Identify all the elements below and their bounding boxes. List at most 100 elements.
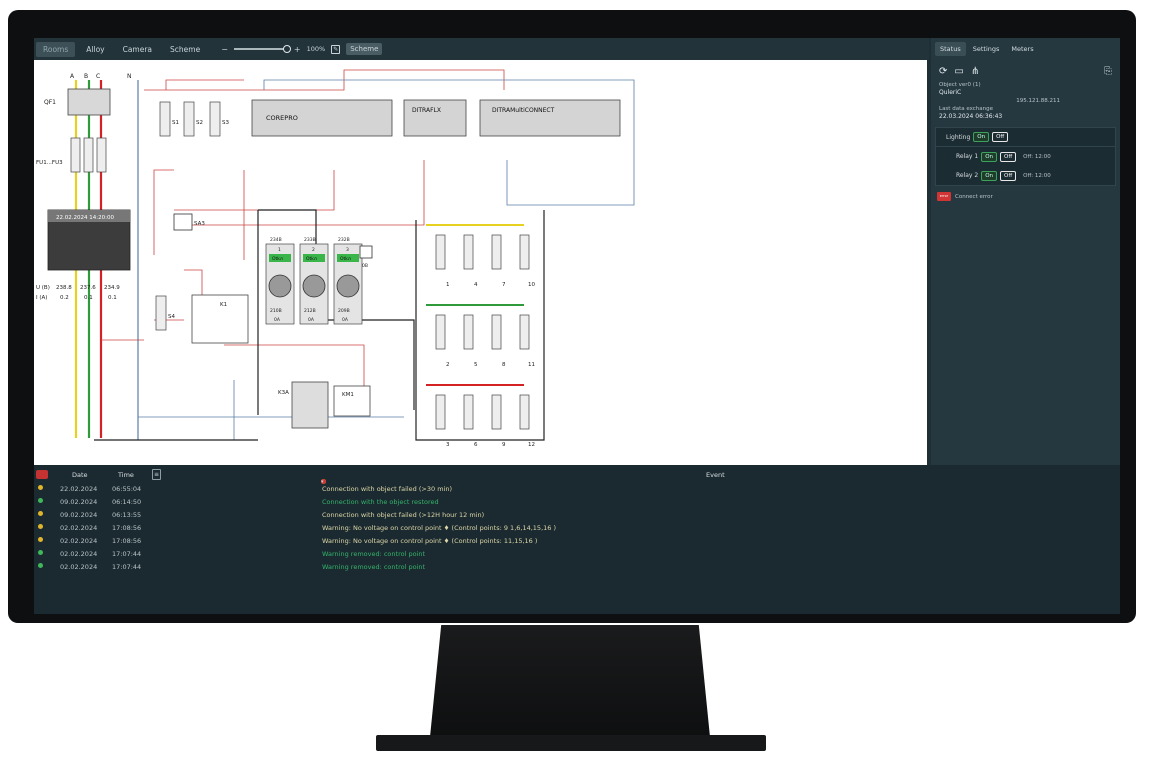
- load-breaker[interactable]: [491, 394, 502, 430]
- meter-amps: 0A: [342, 317, 349, 323]
- module-ditraflx-label: DITRAFLX: [412, 107, 441, 114]
- zoom-out-button[interactable]: −: [221, 44, 228, 54]
- tab-settings[interactable]: Settings: [972, 45, 1000, 53]
- status-dot-icon: [38, 537, 43, 542]
- switch-s3[interactable]: [209, 101, 221, 137]
- event-time: 06:13:55: [112, 511, 142, 519]
- alert-icon[interactable]: [36, 470, 48, 479]
- sa3-switch[interactable]: [173, 213, 193, 231]
- load-label: 11: [528, 362, 535, 368]
- edit-icon[interactable]: ✎: [331, 44, 341, 54]
- relay1-row: Relay 1 On Off Off: 12:00: [936, 147, 1115, 166]
- object-ip: 195.121.88.211: [1016, 98, 1060, 104]
- contactor-km1[interactable]: [333, 385, 371, 417]
- chevron-down-icon: ▾: [321, 479, 324, 485]
- filter-icon[interactable]: ≡: [152, 469, 161, 480]
- module-ditraflx[interactable]: [403, 99, 467, 137]
- contactor-k3a[interactable]: [291, 381, 329, 429]
- load-label: 2: [446, 362, 450, 368]
- module-ditramulticonnect[interactable]: [479, 99, 621, 137]
- column-time[interactable]: Time: [118, 471, 134, 479]
- meter-status: [303, 254, 325, 262]
- fuse: [83, 137, 94, 173]
- relay1-off-time: Off: 12:00: [1023, 153, 1051, 160]
- relay-k1[interactable]: [191, 294, 249, 344]
- main-breaker[interactable]: [67, 88, 111, 116]
- status-dot-icon: [38, 485, 43, 490]
- tab-alloy[interactable]: Alloy: [86, 44, 105, 54]
- lighting-off-button[interactable]: Off: [992, 132, 1009, 142]
- meter-dial: [302, 274, 326, 298]
- network-icon[interactable]: ⋔: [970, 66, 980, 77]
- module-corepro[interactable]: [251, 99, 393, 137]
- relay2-on-button[interactable]: On: [981, 170, 998, 181]
- load-breaker[interactable]: [463, 394, 474, 430]
- load-breaker[interactable]: [491, 234, 502, 270]
- column-event[interactable]: Event: [706, 471, 725, 479]
- current-label: I (A): [36, 295, 47, 301]
- load-breaker[interactable]: [435, 234, 446, 270]
- relay1-off-button[interactable]: Off: [1000, 151, 1017, 162]
- load-breaker[interactable]: [491, 314, 502, 350]
- load-label: 10: [528, 282, 535, 288]
- event-text: Warning: No voltage on control point ♦ (…: [322, 537, 538, 545]
- fuse: [96, 137, 107, 173]
- last-exchange-label: Last data exchange: [939, 106, 994, 112]
- status-dot-icon: [38, 498, 43, 503]
- zoom-slider-knob[interactable]: [282, 45, 291, 53]
- wiring-diagram: A B C N QF1 FU1...FU3 22.02.2024 14:20:0…: [36, 69, 635, 448]
- export-icon[interactable]: ⎘: [1104, 66, 1112, 77]
- switch-s2[interactable]: [183, 101, 195, 137]
- tab-status[interactable]: Status: [935, 42, 966, 56]
- contactor-k3a-label: K3A: [278, 390, 289, 396]
- tab-rooms[interactable]: Rooms: [36, 41, 76, 57]
- event-date: 02.02.2024: [60, 550, 98, 558]
- object-name: QuleriC: [939, 89, 962, 96]
- event-text: Warning removed: control point: [322, 563, 426, 571]
- tab-camera[interactable]: Camera: [122, 44, 153, 54]
- load-breaker[interactable]: [435, 314, 446, 350]
- message-icon[interactable]: ▭: [954, 66, 964, 77]
- lighting-on-button[interactable]: On: [973, 132, 990, 142]
- load-breaker[interactable]: [519, 314, 530, 350]
- switch-s1[interactable]: [159, 101, 171, 137]
- meter-amps: 0A: [274, 317, 281, 323]
- load-breaker[interactable]: [463, 234, 474, 270]
- event-date: 09.02.2024: [60, 498, 98, 506]
- load-label: 4: [474, 282, 478, 288]
- zoom-slider[interactable]: [233, 45, 291, 53]
- switch-s4[interactable]: [155, 295, 167, 331]
- sa3-label: SA3: [194, 221, 205, 227]
- current-value: 0.1: [84, 295, 93, 301]
- relay1-label: Relay 1: [956, 153, 979, 160]
- scheme-button[interactable]: Scheme: [346, 43, 383, 55]
- tab-meters[interactable]: Meters: [1011, 45, 1034, 53]
- relay2-row: Relay 2 On Off Off: 12:00: [936, 166, 1115, 185]
- relay1-on-button[interactable]: On: [981, 151, 998, 162]
- module-corepro-label: COREPRO: [266, 114, 298, 122]
- relay2-off-time: Off: 12:00: [1023, 172, 1051, 179]
- load-breaker[interactable]: [519, 394, 530, 430]
- meter-status-label: Otkл: [306, 256, 317, 262]
- load-label: 5: [474, 362, 478, 368]
- refresh-icon[interactable]: ⟳: [939, 66, 948, 77]
- column-date[interactable]: Date: [72, 471, 88, 479]
- zoom-in-button[interactable]: +: [293, 44, 301, 54]
- phase-label-c: C: [96, 73, 100, 80]
- load-breaker[interactable]: [435, 394, 446, 430]
- red-dot-icon: [321, 479, 326, 484]
- load-breaker[interactable]: [463, 314, 474, 350]
- load-breaker[interactable]: [519, 234, 530, 270]
- relay2-off-button[interactable]: Off: [1000, 170, 1017, 181]
- event-time: 06:55:04: [112, 485, 142, 493]
- tab-scheme[interactable]: Scheme: [170, 44, 201, 54]
- zoom-value: 100%: [306, 45, 326, 53]
- status-dot-icon: [38, 563, 43, 568]
